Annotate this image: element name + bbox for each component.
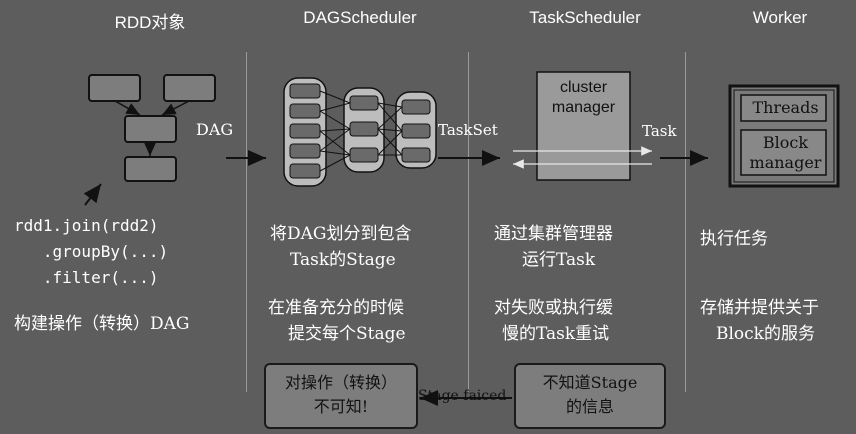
- task-desc-2-line-2: 慢的Task重试: [502, 324, 610, 344]
- dag-unknown-box: 对操作（转换） 不可知!: [264, 363, 418, 429]
- task-label: Task: [642, 122, 677, 140]
- cluster-manager-label: cluster manager: [537, 78, 630, 118]
- rdd-dag-graph: [88, 74, 216, 182]
- threads-label: Threads: [752, 98, 819, 117]
- rdd-code-line-2: .groupBy(...): [14, 242, 169, 261]
- worker-desc-1: 执行任务: [700, 229, 768, 249]
- block-manager-line-2: manager: [749, 153, 822, 172]
- worker-desc-2-line-1: 存储并提供关于: [700, 298, 819, 318]
- rdd-caption: 构建操作（转换）DAG: [14, 314, 190, 334]
- task-desc-1-line-2: 运行Task: [522, 250, 596, 270]
- divider-2: [468, 52, 469, 392]
- task-desc-1-line-1: 通过集群管理器: [494, 224, 613, 244]
- stage-failed-label: Stage faiced: [418, 388, 507, 404]
- worker-desc-2-line-2: Block的服务: [716, 324, 815, 344]
- dag-unknown-line-2: 不可知!: [313, 397, 369, 416]
- dag-label: DAG: [196, 120, 234, 139]
- header-taskscheduler: TaskScheduler: [529, 8, 641, 27]
- dag-desc-2-line-1: 在准备充分的时候: [268, 298, 404, 318]
- task-unknown-box: 不知道Stage 的信息: [514, 363, 666, 429]
- taskset-label: TaskSet: [438, 121, 498, 139]
- cluster-manager-line-2: manager: [551, 99, 616, 116]
- dag-desc-1-line-1: 将DAG划分到包含: [270, 224, 412, 244]
- block-manager-line-1: Block: [762, 133, 809, 152]
- dag-unknown-line-1: 对操作（转换）: [284, 373, 397, 392]
- dag-desc-2-line-2: 提交每个Stage: [288, 324, 406, 344]
- task-unknown-line-2: 的信息: [565, 397, 614, 416]
- header-worker: Worker: [752, 8, 808, 27]
- task-unknown-line-1: 不知道Stage: [542, 373, 638, 392]
- dag-desc-1-line-2: Task的Stage: [290, 250, 396, 270]
- divider-3: [685, 52, 686, 392]
- rdd-code-line-1: rdd1.join(rdd2): [14, 216, 159, 235]
- task-desc-2-line-1: 对失败或执行缓: [494, 298, 613, 318]
- rdd-code-line-3: .filter(...): [14, 268, 159, 287]
- dag-stages-graph: [283, 77, 437, 187]
- cluster-manager-box: [536, 71, 631, 181]
- header-dagscheduler: DAGScheduler: [303, 8, 417, 27]
- divider-1: [246, 52, 247, 392]
- block-manager-label: Block manager: [741, 133, 830, 173]
- header-rdd: RDD对象: [114, 13, 186, 32]
- cluster-manager-line-1: cluster: [559, 79, 608, 96]
